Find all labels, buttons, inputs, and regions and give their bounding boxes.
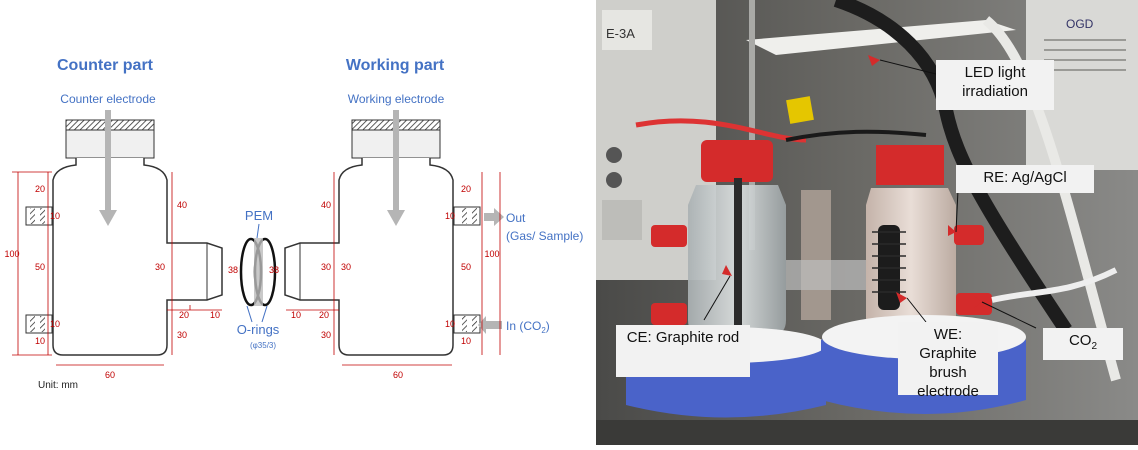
instrument-tag: E-3A	[606, 26, 635, 41]
dim-counter-upper: 40	[177, 200, 187, 210]
orings-label: O-rings	[237, 322, 280, 337]
reactor-schematic: Counter part Working part Counter electr…	[4, 57, 584, 391]
working-electrode-arrow	[387, 110, 405, 226]
led-label: LED light irradiation	[936, 60, 1054, 110]
dim-working-arm: 30	[321, 262, 331, 272]
dim-working-upper: 40	[321, 200, 331, 210]
dim-working-arm2: 30	[341, 262, 351, 272]
schematic-svg: Counter part Working part Counter electr…	[4, 57, 583, 391]
we-label: WE: Graphite brush electrode	[898, 322, 998, 400]
photo-svg: E-3A OGD	[596, 0, 1138, 445]
counter-bottle	[25, 110, 223, 356]
working-electrode-label: Working electrode	[348, 92, 445, 106]
working-bottle	[284, 110, 481, 356]
dim-working-arm-len: 20	[319, 310, 329, 320]
out-arrow	[484, 208, 504, 226]
dim-working-flange: 10	[291, 310, 301, 320]
co2-label: CO2	[1043, 328, 1123, 360]
dim-working-top: 20	[461, 184, 471, 194]
unit-label: Unit: mm	[38, 380, 78, 391]
dim-counter-arm-len: 20	[179, 310, 189, 320]
ce-cap	[701, 140, 773, 182]
in-label: In (CO2)	[506, 319, 550, 335]
dim-working-total: 100	[484, 249, 499, 259]
dim-counter-port1: 10	[50, 211, 60, 221]
dim-working-bottom: 10	[461, 336, 471, 346]
re-label: RE: Ag/AgCl	[956, 165, 1094, 193]
counter-electrode-label: Counter electrode	[60, 92, 156, 106]
dim-counter-arm: 30	[155, 262, 165, 272]
dim-counter-bottom: 10	[35, 336, 45, 346]
dimension-lines	[12, 171, 501, 366]
out-label: Out	[506, 211, 526, 225]
counter-part-title: Counter part	[57, 57, 154, 74]
dim-working-width: 60	[393, 370, 403, 380]
orings-sub-label: (φ35/3)	[250, 341, 276, 350]
dim-counter-lower: 30	[177, 330, 187, 340]
dim-counter-top: 20	[35, 184, 45, 194]
pem-assembly: PEM O-rings (φ35/3)	[237, 208, 280, 350]
pem-label: PEM	[245, 208, 273, 223]
dim-working-port1: 10	[445, 211, 455, 221]
dim-counter-port2: 10	[50, 319, 60, 329]
instrument-tag-2: OGD	[1066, 17, 1094, 31]
dimension-values: 20 10 100 50 10 10 60 40 30 30 20 10 38 …	[4, 184, 499, 380]
working-part-title: Working part	[346, 57, 445, 74]
dim-working-port2: 10	[445, 319, 455, 329]
out-sub-label: (Gas/ Sample)	[506, 229, 583, 243]
ce-label: CE: Graphite rod	[616, 325, 750, 377]
in-arrow	[478, 316, 502, 334]
we-cap	[876, 145, 944, 185]
counter-electrode-arrow	[99, 110, 117, 226]
dim-counter-total: 100	[4, 249, 19, 259]
dim-working-lower: 30	[321, 330, 331, 340]
lab-photo: E-3A OGD	[596, 0, 1138, 445]
dim-counter-mid: 50	[35, 262, 45, 272]
dim-working-mid: 50	[461, 262, 471, 272]
dim-pem-left: 38	[228, 265, 238, 275]
dim-counter-width: 60	[105, 370, 115, 380]
dim-pem-right: 38	[269, 265, 279, 275]
dim-counter-flange: 10	[210, 310, 220, 320]
